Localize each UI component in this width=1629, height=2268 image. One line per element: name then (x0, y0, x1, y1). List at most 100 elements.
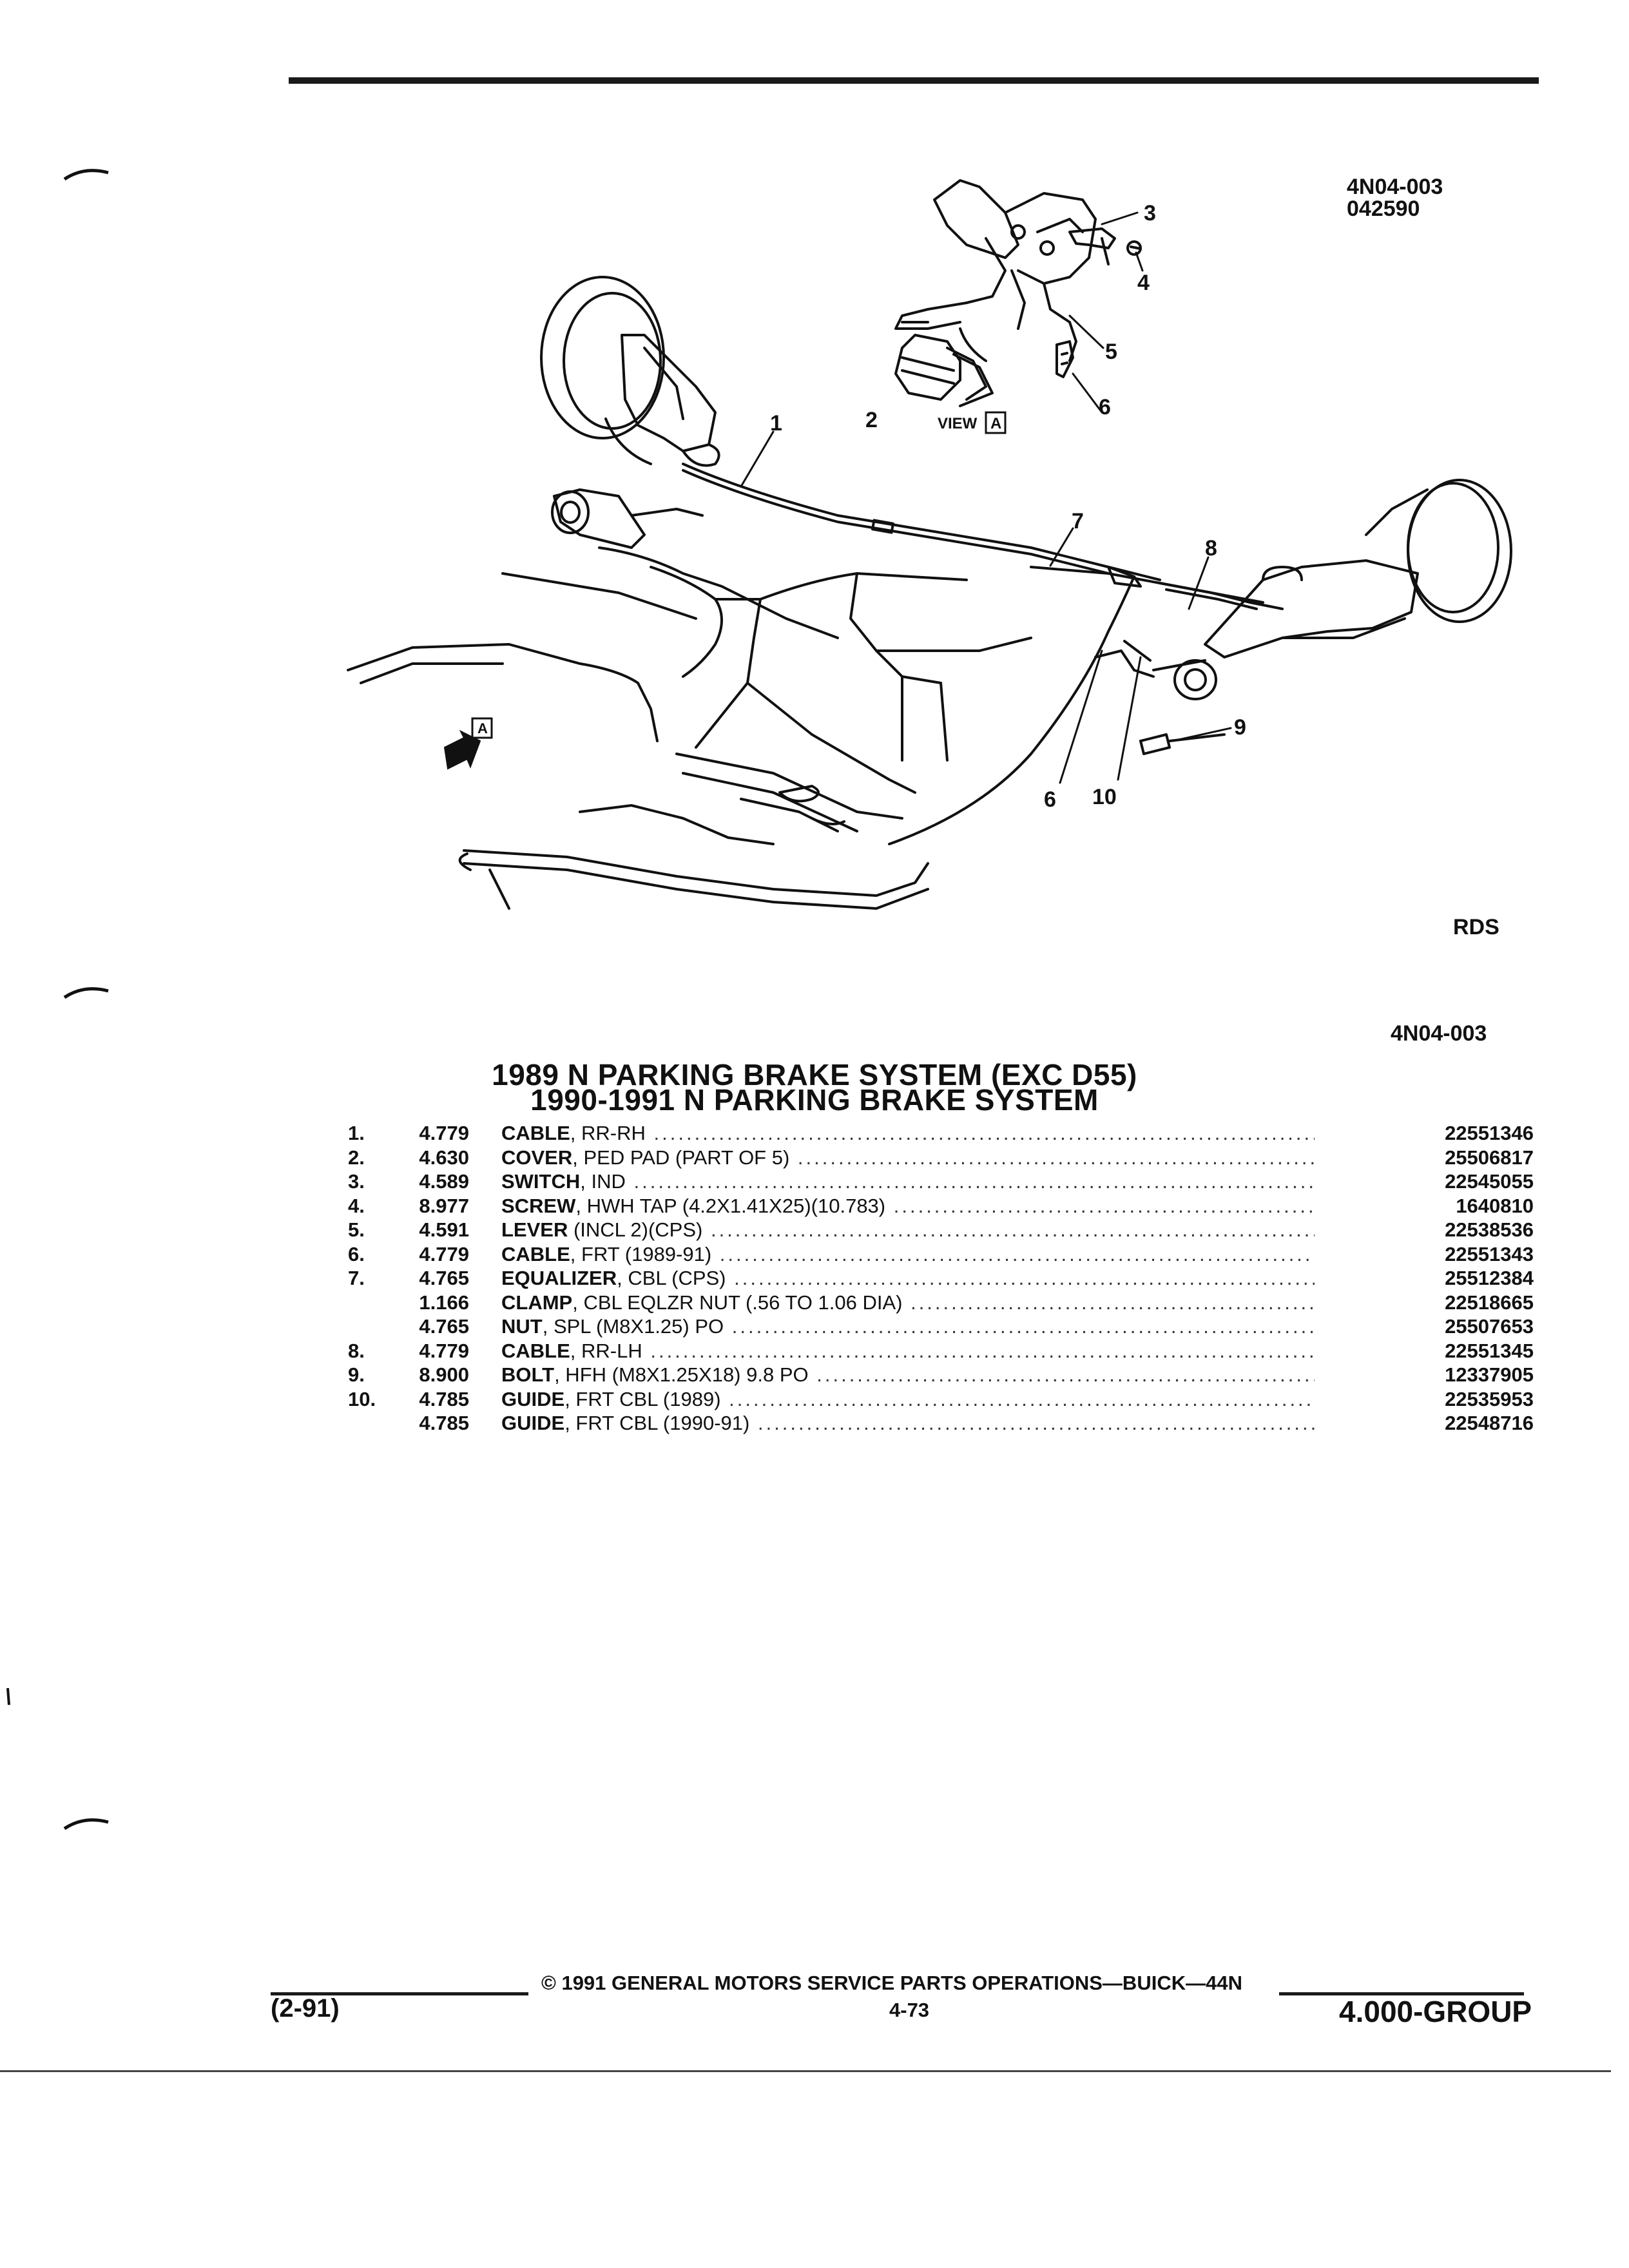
part-row: 9. 8.900 BOLT, HFH (M8X1.25X18) 9.8 PO ...… (348, 1363, 1534, 1387)
callout-8: 8 (1205, 536, 1217, 561)
part-group-code: 8.900 (419, 1363, 469, 1386)
right-brake-drum (1365, 479, 1512, 623)
part-row: 10. 4.785 GUIDE, FRT CBL (1989) ..........… (348, 1387, 1534, 1412)
part-detail: , IND (580, 1170, 626, 1193)
part-description: EQUALIZER, CBL (CPS) ...................… (501, 1266, 1315, 1291)
part-group-code: 4.779 (419, 1122, 469, 1144)
part-group-code: 4.765 (419, 1315, 469, 1338)
part-row: 7. 4.765 EQUALIZER, CBL (CPS) ............… (348, 1266, 1534, 1291)
part-number: 12337905 (1445, 1363, 1534, 1386)
callout-3: 3 (1144, 201, 1156, 226)
callout-9: 9 (1234, 715, 1246, 740)
leader-dots: ........................................… (893, 1194, 1315, 1217)
leader-dots: ........................................… (653, 1122, 1315, 1144)
part-name: GUIDE (501, 1412, 565, 1434)
leader-dots: ........................................… (911, 1291, 1315, 1314)
callout-1: 1 (770, 411, 782, 436)
part-number: 25506817 (1445, 1146, 1534, 1169)
part-group-code: 4.779 (419, 1339, 469, 1362)
part-index: 10. (348, 1387, 376, 1410)
leader-dots: ........................................… (710, 1218, 1315, 1241)
part-row: 2. 4.630 COVER, PED PAD (PART OF 5) ......… (348, 1146, 1534, 1170)
part-name: COVER (501, 1146, 573, 1169)
footer-group: 4.000-GROUP (1339, 1995, 1532, 2028)
part-number: 22551346 (1445, 1122, 1534, 1144)
part-group-code: 8.977 (419, 1194, 469, 1217)
part-index: 9. (348, 1363, 365, 1386)
part-number: 22535953 (1445, 1387, 1534, 1410)
part-index: 4. (348, 1194, 365, 1217)
right-axle-beam (1204, 559, 1419, 658)
part-index: 6. (348, 1242, 365, 1265)
part-description: CABLE, RR-RH ...........................… (501, 1121, 1315, 1146)
part-group-code: 4.591 (419, 1218, 469, 1241)
part-detail: , RR-RH (570, 1122, 646, 1144)
leader-lines (740, 211, 1232, 784)
part-index: 7. (348, 1267, 365, 1289)
part-detail: , HWH TAP (4.2X1.41X25)(10.783) (575, 1194, 886, 1217)
part-name: LEVER (501, 1218, 568, 1241)
leader-dots: ........................................… (650, 1339, 1315, 1362)
leader-dots: ........................................… (734, 1267, 1315, 1289)
part-description: NUT, SPL (M8X1.25) PO ..................… (501, 1314, 1315, 1339)
part-name: SWITCH (501, 1170, 581, 1193)
part-description: CLAMP, CBL EQLZR NUT (.56 TO 1.06 DIA) .… (501, 1291, 1315, 1315)
illustration-ref: 4N04-003 (1347, 175, 1443, 199)
callout-6-top: 6 (1099, 395, 1111, 419)
part-description: GUIDE, FRT CBL (1989) ..................… (501, 1387, 1315, 1412)
leader-dots: ........................................… (633, 1170, 1315, 1193)
part-detail: , CBL (CPS) (617, 1267, 726, 1289)
leader-dots: ........................................… (731, 1315, 1315, 1338)
part-number: 22545055 (1445, 1170, 1534, 1193)
footer-rule-right (1279, 1992, 1524, 1995)
cable-rr-lh (1159, 582, 1284, 610)
leader-dots: ........................................… (729, 1387, 1315, 1410)
callout-4: 4 (1137, 271, 1150, 295)
part-detail: (INCL 2)(CPS) (568, 1218, 703, 1241)
part-name: BOLT (501, 1363, 555, 1386)
part-group-code: 4.765 (419, 1267, 469, 1289)
footer-date: (2-91) (271, 1994, 340, 2023)
leader-dots: ........................................… (719, 1242, 1315, 1265)
part-detail: , FRT (1989-91) (570, 1242, 712, 1265)
footer-copyright: © 1991 GENERAL MOTORS SERVICE PARTS OPER… (541, 1972, 1242, 1994)
part-number: 25507653 (1445, 1315, 1534, 1338)
leader-dots: ........................................… (757, 1412, 1315, 1434)
part-description: LEVER (INCL 2)(CPS) ....................… (501, 1218, 1315, 1242)
part-index: 8. (348, 1339, 365, 1362)
part-row: 6. 4.779 CABLE, FRT (1989-91) ............… (348, 1242, 1534, 1267)
part-description: CABLE, FRT (1989-91) ...................… (501, 1242, 1315, 1267)
part-group-code: 4.785 (419, 1387, 469, 1410)
part-number: 1640810 (1456, 1194, 1534, 1217)
callout-numbers: 1 2 3 4 5 6 7 8 9 6 10 (770, 201, 1246, 812)
part-description: COVER, PED PAD (PART OF 5) .............… (501, 1146, 1315, 1170)
region-label: RDS (1453, 915, 1499, 939)
part-index: 2. (348, 1146, 365, 1169)
callout-7: 7 (1072, 509, 1084, 533)
footer-page: 4-73 (889, 1999, 930, 2021)
part-detail: , FRT CBL (1990-91) (564, 1412, 750, 1434)
part-number: 22551343 (1445, 1242, 1534, 1265)
part-row: 1. 4.779 CABLE, RR-RH ....................… (348, 1121, 1534, 1146)
part-name: CLAMP (501, 1291, 573, 1314)
part-group-code: 4.779 (419, 1242, 469, 1265)
part-description: CABLE, RR-LH ...........................… (501, 1339, 1315, 1363)
footer-rule-left (271, 1992, 528, 1995)
view-a-arrow: A (443, 717, 493, 770)
part-row: 4.765 NUT, SPL (M8X1.25) PO .............… (348, 1314, 1534, 1339)
top-rule (289, 77, 1539, 84)
part-name: CABLE (501, 1339, 570, 1362)
part-group-code: 4.630 (419, 1146, 469, 1169)
part-description: BOLT, HFH (M8X1.25X18) 9.8 PO ..........… (501, 1363, 1315, 1387)
caption-ref: 4N04-003 (1391, 1021, 1487, 1046)
part-detail: , CBL EQLZR NUT (.56 TO 1.06 DIA) (572, 1291, 903, 1314)
part-index: 1. (348, 1122, 365, 1144)
part-number: 22518665 (1445, 1291, 1534, 1314)
part-name: NUT (501, 1315, 543, 1338)
part-row: 8. 4.779 CABLE, RR-LH ....................… (348, 1339, 1534, 1363)
part-number: 22551345 (1445, 1339, 1534, 1362)
